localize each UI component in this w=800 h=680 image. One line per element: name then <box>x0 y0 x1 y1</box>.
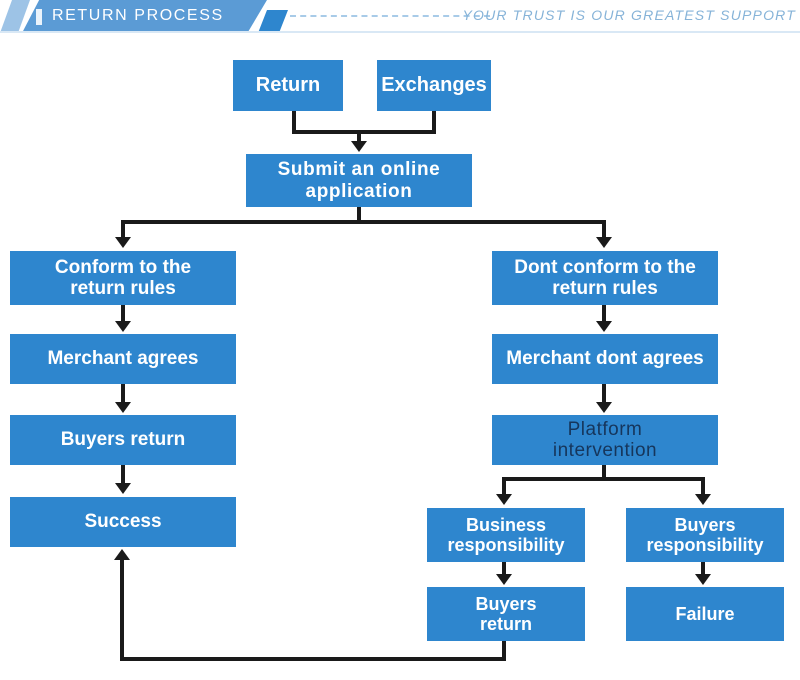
edge-buyers-to-success <box>121 465 125 485</box>
node-exchanges[interactable]: Exchanges <box>377 60 491 111</box>
arrow-to-conform-icon <box>115 237 131 248</box>
node-platform-intervention[interactable]: Platform intervention <box>492 415 718 465</box>
node-merchant-agrees[interactable]: Merchant agrees <box>10 334 236 384</box>
header-arrow-decoration <box>258 10 288 33</box>
arrow-to-buyers-responsibility-icon <box>695 494 711 505</box>
arrow-to-merchant-agrees-icon <box>115 321 131 332</box>
edge-merchant-to-buyers <box>121 384 125 404</box>
node-failure[interactable]: Failure <box>626 587 784 641</box>
edge-split-bar-platform <box>502 477 705 481</box>
header-banner <box>22 0 267 33</box>
edge-feedback-down <box>502 641 506 661</box>
edge-merge-to-submit <box>357 130 361 143</box>
edge-platform-left-down <box>502 477 506 495</box>
node-success[interactable]: Success <box>10 497 236 547</box>
edge-feedback-up <box>120 560 124 660</box>
edge-split-left-down <box>121 220 125 238</box>
node-buyers-responsibility[interactable]: Buyers responsibility <box>626 508 784 562</box>
arrow-to-platform-icon <box>596 402 612 413</box>
edge-platform-down <box>602 465 606 480</box>
node-dont-conform-return-rules[interactable]: Dont conform to the return rules <box>492 251 718 305</box>
edge-conform-to-merchant <box>121 305 125 323</box>
node-return[interactable]: Return <box>233 60 343 111</box>
arrow-to-buyers-return-right-icon <box>496 574 512 585</box>
edge-buyers-resp-to-failure <box>701 562 705 576</box>
page-header: RETURN PROCESS YOUR TRUST IS OUR GREATES… <box>0 0 800 33</box>
edge-exchanges-down <box>432 111 436 134</box>
arrow-to-business-responsibility-icon <box>496 494 512 505</box>
arrow-to-success-icon <box>115 483 131 494</box>
edge-platform-right-down <box>701 477 705 495</box>
edge-business-to-buyers-return <box>502 562 506 576</box>
node-buyers-return-left[interactable]: Buyers return <box>10 415 236 465</box>
page-title: RETURN PROCESS <box>52 7 224 24</box>
edge-return-down <box>292 111 296 134</box>
arrow-to-merchant-dont-agrees-icon <box>596 321 612 332</box>
header-dashed-rule <box>290 15 490 17</box>
arrow-to-dont-conform-icon <box>596 237 612 248</box>
arrow-to-buyers-return-left-icon <box>115 402 131 413</box>
header-underline <box>0 31 800 33</box>
node-merchant-dont-agrees[interactable]: Merchant dont agrees <box>492 334 718 384</box>
edge-submit-down <box>357 207 361 224</box>
edge-dont-conform-to-merchant-no <box>602 305 606 323</box>
node-conform-return-rules[interactable]: Conform to the return rules <box>10 251 236 305</box>
arrow-feedback-to-success-icon <box>114 549 130 560</box>
edge-merchant-no-to-platform <box>602 384 606 404</box>
edge-split-right-down <box>602 220 606 238</box>
node-buyers-return-right[interactable]: Buyers return <box>427 587 585 641</box>
edge-merge-bar-top <box>292 130 436 134</box>
header-tagline: YOUR TRUST IS OUR GREATEST SUPPORT <box>462 7 796 23</box>
edge-split-bar-main <box>121 220 606 224</box>
node-submit-application[interactable]: Submit an online application <box>246 154 472 207</box>
header-bar-marker-icon <box>36 9 42 25</box>
node-business-responsibility[interactable]: Business responsibility <box>427 508 585 562</box>
arrow-to-failure-icon <box>695 574 711 585</box>
edge-feedback-across <box>120 657 506 661</box>
arrow-to-submit-icon <box>351 141 367 152</box>
